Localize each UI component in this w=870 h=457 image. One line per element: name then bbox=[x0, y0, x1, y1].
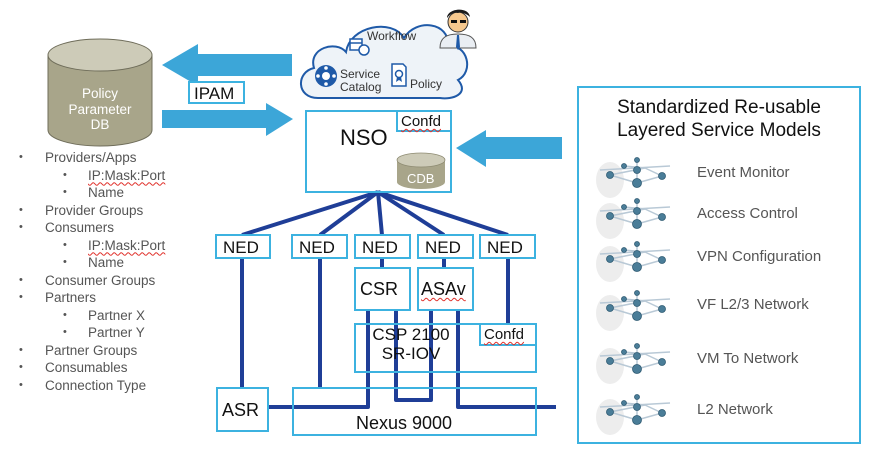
ned-box-4[interactable]: NED bbox=[417, 234, 474, 259]
nso-box[interactable]: NSO bbox=[305, 110, 452, 193]
param-list-text: Consumers bbox=[45, 220, 115, 235]
param-list-text: Name bbox=[88, 185, 125, 200]
bullet-icon: • bbox=[63, 256, 67, 268]
param-list-text: Consumer Groups bbox=[45, 272, 156, 288]
ipam-box[interactable]: IPAM bbox=[188, 81, 245, 104]
service-model-icons bbox=[596, 157, 671, 435]
model-item-vm-to-network[interactable]: VM To Network bbox=[697, 350, 799, 367]
bullet-icon: • bbox=[19, 273, 23, 286]
network-nodes-icon bbox=[596, 290, 671, 331]
nso-confd-box[interactable]: Confd bbox=[396, 110, 452, 132]
ned-label: NED bbox=[487, 238, 523, 257]
arrow-left-from-models bbox=[456, 130, 562, 167]
param-list-text: Name bbox=[88, 255, 125, 270]
param-list-text: Partner X bbox=[88, 307, 146, 323]
model-item-event-monitor[interactable]: Event Monitor bbox=[697, 164, 790, 181]
bullet-icon: • bbox=[19, 221, 23, 233]
nexus-9000-label: Nexus 9000 bbox=[356, 413, 453, 434]
network-nodes-icon bbox=[596, 241, 671, 282]
bullet-icon: • bbox=[19, 361, 23, 373]
csp-2100-label: CSP 2100 SR-IOV bbox=[372, 325, 450, 363]
ipam-label: IPAM bbox=[194, 84, 235, 103]
param-list-text: Providers/Apps bbox=[45, 150, 137, 165]
cdb-label: CDB bbox=[407, 171, 435, 186]
param-list-text: IP:Mask:Port bbox=[88, 167, 166, 183]
bullet-icon: • bbox=[19, 291, 23, 303]
param-list-text: Partner Groups bbox=[45, 342, 138, 358]
ned-box-3[interactable]: NED bbox=[354, 234, 411, 259]
bullet-icon: • bbox=[63, 308, 67, 321]
arrow-left-to-db bbox=[162, 44, 292, 86]
service-models-panel: Standardized Re-usable Layered Service M… bbox=[577, 86, 861, 444]
bullet-icon: • bbox=[19, 151, 23, 163]
network-nodes-icon bbox=[596, 343, 671, 384]
policy-label: Policy bbox=[410, 77, 443, 91]
network-nodes-icon bbox=[596, 198, 671, 239]
service-catalog-label: Service Catalog bbox=[340, 67, 382, 94]
model-item-vpn-configuration[interactable]: VPN Configuration bbox=[697, 248, 822, 265]
calendar-clock-icon bbox=[349, 38, 370, 56]
ned-box-5[interactable]: NED bbox=[479, 234, 536, 259]
bullet-icon: • bbox=[63, 186, 67, 198]
csp-confd-box[interactable]: Confd bbox=[479, 323, 537, 346]
ned-label: NED bbox=[223, 238, 259, 257]
asav-box[interactable]: ASAv bbox=[417, 267, 474, 311]
model-item-l2-network[interactable]: L2 Network bbox=[697, 401, 773, 418]
service-catalog-icon bbox=[315, 65, 337, 87]
ned-box-2[interactable]: NED bbox=[291, 234, 348, 259]
param-list-text: Consumables bbox=[45, 360, 128, 375]
arrow-right-to-nso bbox=[162, 103, 293, 136]
nso-title: NSO bbox=[340, 125, 388, 150]
bullet-icon: • bbox=[19, 378, 23, 391]
model-item-vf-l2-3-network[interactable]: VF L2/3 Network bbox=[697, 296, 809, 313]
model-item-access-control[interactable]: Access Control bbox=[697, 205, 798, 222]
param-list-text: Connection Type bbox=[45, 377, 147, 393]
csr-label: CSR bbox=[360, 279, 399, 299]
network-nodes-icon bbox=[596, 157, 671, 198]
csp-2100-box[interactable] bbox=[354, 323, 537, 373]
param-list-text: Partner Y bbox=[88, 325, 145, 340]
csr-box[interactable]: CSR bbox=[354, 267, 411, 311]
bullet-icon: • bbox=[63, 168, 67, 181]
db-label: Policy Parameter DB bbox=[68, 86, 132, 132]
cdb-cylinder bbox=[396, 152, 446, 189]
workflow-label: Workflow bbox=[367, 29, 417, 43]
asav-label: ASAv bbox=[421, 279, 466, 299]
bullet-icon: • bbox=[63, 238, 67, 251]
param-list-text: IP:Mask:Port bbox=[88, 237, 166, 253]
bullet-icon: • bbox=[19, 203, 23, 216]
csp-confd-label: Confd bbox=[484, 326, 525, 343]
network-nodes-icon bbox=[596, 394, 671, 435]
ned-label: NED bbox=[299, 238, 335, 257]
bullet-icon: • bbox=[63, 326, 67, 338]
nso-confd-label: Confd bbox=[401, 113, 442, 130]
ned-label: NED bbox=[425, 238, 461, 257]
asr-label: ASR bbox=[222, 400, 260, 420]
ned-label: NED bbox=[362, 238, 398, 257]
policy-certificate-icon bbox=[391, 63, 407, 87]
ned-box-1[interactable]: NED bbox=[215, 234, 271, 259]
param-list-text: Partners bbox=[45, 290, 97, 305]
param-list-text: Provider Groups bbox=[45, 202, 144, 218]
asr-box[interactable]: ASR bbox=[216, 387, 269, 432]
service-models-title: Standardized Re-usable Layered Service M… bbox=[617, 97, 821, 141]
policy-db-cylinder bbox=[47, 38, 153, 147]
nexus-9000-box[interactable]: Nexus 9000 bbox=[292, 387, 537, 436]
bullet-icon: • bbox=[19, 343, 23, 356]
cloud-shape bbox=[300, 24, 468, 100]
connection-lines bbox=[240, 190, 556, 409]
user-avatar-icon bbox=[439, 9, 477, 50]
